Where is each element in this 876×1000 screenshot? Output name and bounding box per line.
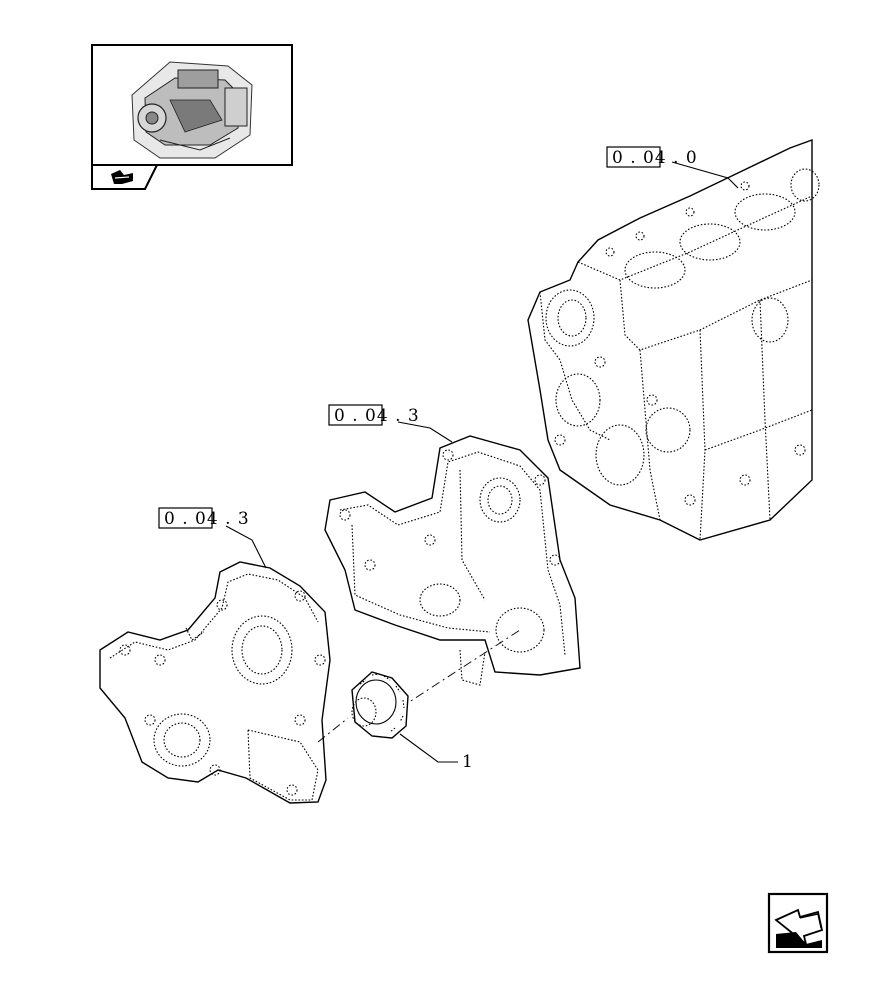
engine-block-drawing — [527, 139, 820, 541]
ref-engine-block-label: 0 . 04 . 0 — [612, 148, 698, 168]
engine-thumbnail[interactable] — [91, 44, 293, 190]
thumbnail-nav-tab[interactable] — [91, 164, 159, 190]
rear-plate-drawing — [324, 435, 581, 686]
ref-rear-plate[interactable]: 0 . 04 . 3 — [328, 404, 453, 443]
ref-front-cover[interactable]: 0 . 04 . 3 — [158, 507, 267, 569]
engine-thumbnail-image — [131, 61, 253, 159]
gear-drawing — [317, 629, 521, 743]
page-nav-button[interactable] — [767, 892, 829, 954]
front-cover-drawing — [99, 561, 331, 804]
callout-gear-label: 1 — [462, 752, 473, 772]
arrow-icon — [111, 170, 133, 184]
callout-gear: 1 — [399, 733, 473, 772]
ref-front-cover-label: 0 . 04 . 3 — [164, 509, 250, 529]
ref-engine-block[interactable]: 0 . 04 . 0 — [606, 146, 739, 189]
arrow-icon — [774, 908, 824, 948]
ref-rear-plate-label: 0 . 04 . 3 — [334, 406, 420, 426]
